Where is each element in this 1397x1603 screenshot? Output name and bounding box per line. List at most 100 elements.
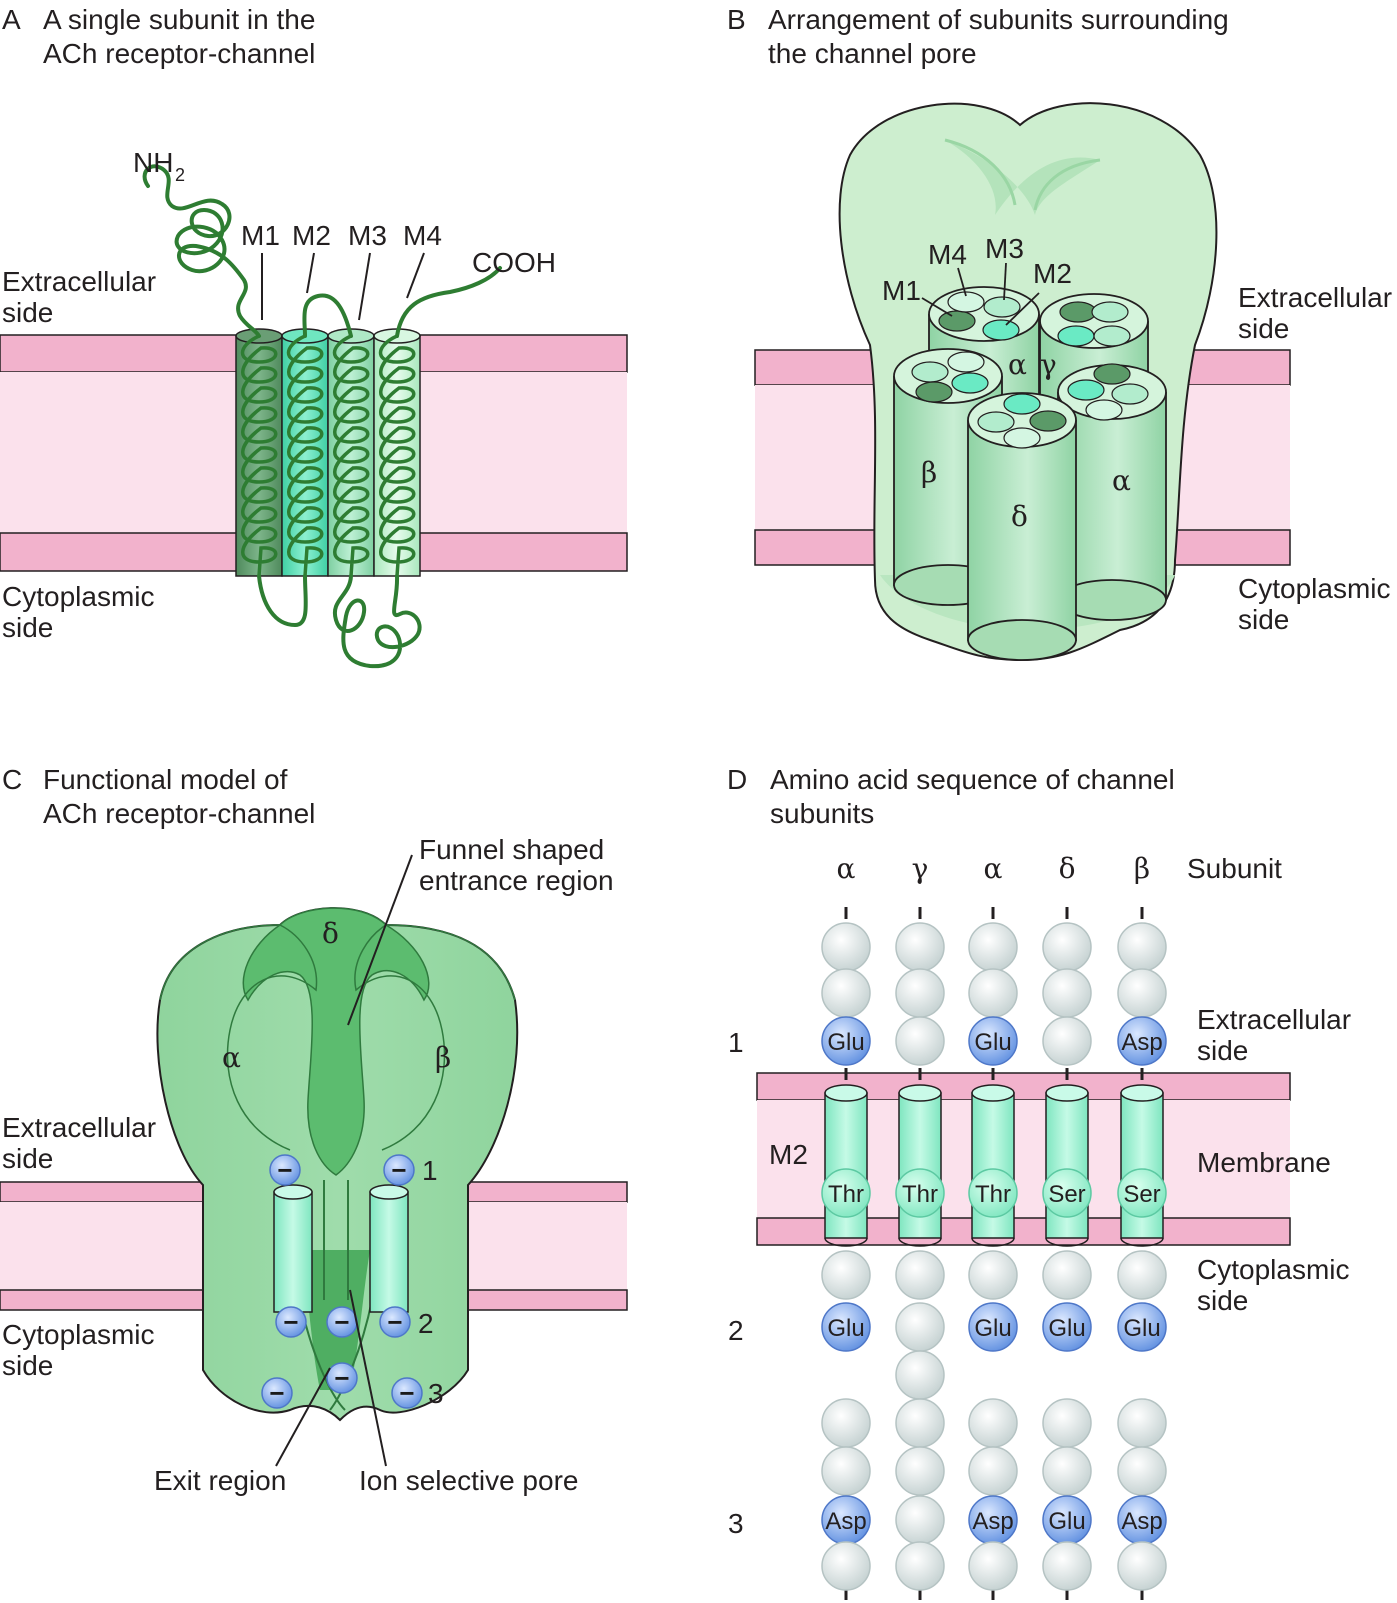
nh2-subscript: 2 xyxy=(175,165,185,185)
svg-text:−: − xyxy=(334,1363,349,1393)
charge-ring3-right: − xyxy=(391,1377,423,1409)
residue-ring1: Glu xyxy=(821,1016,871,1066)
ring-label-3: 3 xyxy=(428,1378,444,1409)
residue-neutral xyxy=(821,1541,871,1591)
panel-a-leader-lines xyxy=(261,252,425,321)
panel-a-cytoplasmic: Cytoplasmic xyxy=(2,581,154,612)
panel-d: D Amino acid sequence of channel subunit… xyxy=(727,764,1351,1600)
m2-label: M2 xyxy=(769,1139,808,1170)
panel-b-extracellular: Extracellular xyxy=(1238,282,1392,313)
ring-label-1: 1 xyxy=(422,1155,438,1186)
residue-neutral xyxy=(1117,968,1167,1018)
funnel-label-line1: Funnel shaped xyxy=(419,834,604,865)
panel-d-extracellular: Extracellular xyxy=(1197,1004,1351,1035)
residue-neutral xyxy=(1117,1446,1167,1496)
charge-ring2-right: − xyxy=(379,1306,411,1338)
d-ring-label-1: 1 xyxy=(728,1027,744,1058)
b-label-m4: M4 xyxy=(928,239,967,270)
svg-text:Ser: Ser xyxy=(1123,1181,1160,1208)
b-label-m1: M1 xyxy=(882,275,921,306)
svg-text:Glu: Glu xyxy=(1123,1315,1160,1342)
panel-c: C Functional model of ACh receptor-chann… xyxy=(0,764,628,1496)
residue-ring3: Asp xyxy=(968,1495,1018,1545)
residue-ring3: Asp xyxy=(1117,1495,1167,1545)
charge-ring1-left: − xyxy=(269,1154,301,1186)
residue-neutral xyxy=(821,922,871,972)
subunit-column-label: δ xyxy=(1059,852,1076,885)
residue-neutral xyxy=(895,1446,945,1496)
svg-text:−: − xyxy=(399,1378,414,1408)
residue-neutral xyxy=(821,1446,871,1496)
subunit-column-label: β xyxy=(1134,852,1150,885)
residue-neutral xyxy=(895,1398,945,1448)
cooh-label: COOH xyxy=(472,247,556,278)
d-ring-label-3: 3 xyxy=(728,1508,744,1539)
residue-neutral xyxy=(821,1398,871,1448)
svg-text:Glu: Glu xyxy=(1048,1508,1085,1535)
panel-d-cytoplasmic-side: side xyxy=(1197,1285,1248,1316)
panel-c-extracellular: Extracellular xyxy=(2,1112,156,1143)
residue-polar: Ser xyxy=(1117,1168,1167,1218)
b-subunit-gamma: γ xyxy=(1040,348,1057,381)
svg-text:Thr: Thr xyxy=(902,1181,938,1208)
residue-polar: Thr xyxy=(895,1168,945,1218)
svg-text:Glu: Glu xyxy=(1048,1315,1085,1342)
panel-b-cytoplasmic: Cytoplasmic xyxy=(1238,573,1390,604)
panel-d-letter: D xyxy=(727,764,747,795)
c-subunit-beta: β xyxy=(435,1041,451,1074)
residue-neutral xyxy=(1042,1250,1092,1300)
segment-label-m2: M2 xyxy=(292,220,331,251)
svg-text:Glu: Glu xyxy=(974,1029,1011,1056)
panel-c-title-line2: ACh receptor-channel xyxy=(43,798,315,829)
svg-text:Glu: Glu xyxy=(827,1029,864,1056)
subunit-column-label: α xyxy=(837,852,856,885)
residue-ring2: Glu xyxy=(968,1302,1018,1352)
residue-neutral xyxy=(1117,922,1167,972)
panel-c-letter: C xyxy=(2,764,22,795)
sequence-columns: αGluThrGluAspγThrαGluThrGluAspδSerGluGlu… xyxy=(821,852,1167,1600)
subunit-column-label: α xyxy=(984,852,1003,885)
panel-a-title-line2: ACh receptor-channel xyxy=(43,38,315,69)
panel-c-extracellular-side: side xyxy=(2,1143,53,1174)
residue-ring1: Asp xyxy=(1117,1016,1167,1066)
residue-ring2: Glu xyxy=(821,1302,871,1352)
panel-a-cytoplasmic-side: side xyxy=(2,612,53,643)
helix-coil-m3 xyxy=(332,334,370,577)
panel-b-letter: B xyxy=(727,4,746,35)
helix-coil-m2 xyxy=(286,334,324,577)
panel-a-helix-coils xyxy=(240,334,416,577)
svg-text:Glu: Glu xyxy=(827,1315,864,1342)
panel-c-cytoplasmic-side: side xyxy=(2,1350,53,1381)
b-subunit-beta: β xyxy=(921,456,937,489)
residue-neutral xyxy=(1042,1398,1092,1448)
panel-b: B Arrangement of subunits surrounding th… xyxy=(727,4,1392,662)
c-subunit-alpha: α xyxy=(222,1041,241,1074)
c-subunit-delta: δ xyxy=(322,917,339,950)
charge-ring3-left: − xyxy=(261,1377,293,1409)
panel-a-polypeptide-loops xyxy=(142,164,502,669)
segment-label-m4: M4 xyxy=(403,220,442,251)
residue-neutral xyxy=(895,1302,945,1352)
svg-text:Glu: Glu xyxy=(974,1315,1011,1342)
residue-neutral xyxy=(821,968,871,1018)
segment-label-m1: M1 xyxy=(241,220,280,251)
charge-ring1-right: − xyxy=(383,1154,415,1186)
residue-polar: Ser xyxy=(1042,1168,1092,1218)
funnel-label-line2: entrance region xyxy=(419,865,614,896)
b-subunit-delta: δ xyxy=(1011,500,1028,533)
svg-text:−: − xyxy=(334,1307,349,1337)
svg-text:Asp: Asp xyxy=(1121,1029,1162,1056)
svg-text:Thr: Thr xyxy=(975,1181,1011,1208)
b-label-m2: M2 xyxy=(1033,258,1072,289)
residue-neutral xyxy=(821,1250,871,1300)
residue-neutral xyxy=(1042,968,1092,1018)
panel-c-leader-lines xyxy=(275,854,413,1467)
residue-neutral xyxy=(895,922,945,972)
residue-neutral xyxy=(968,1398,1018,1448)
panel-c-cytoplasmic: Cytoplasmic xyxy=(2,1319,154,1350)
residue-neutral xyxy=(895,1350,945,1400)
residue-neutral xyxy=(968,1250,1018,1300)
